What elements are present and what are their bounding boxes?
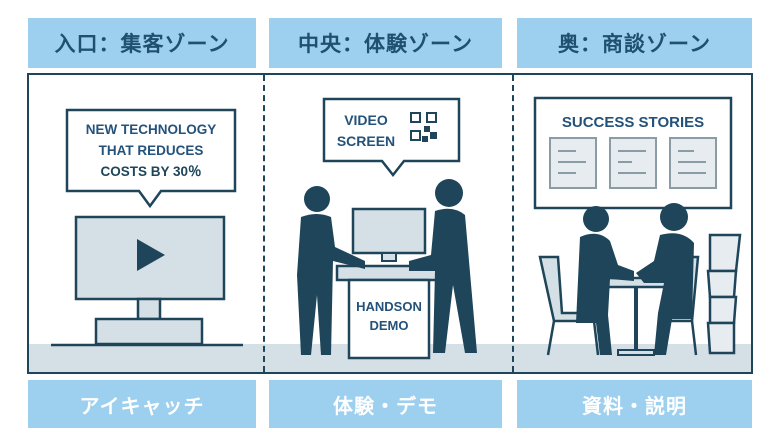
- monitor-icon: [51, 215, 243, 347]
- booth-floor-plan: NEW TECHNOLOGY THAT REDUCES COSTS BY 30％…: [27, 73, 753, 374]
- demo-counter: HANDSON DEMO: [335, 207, 441, 360]
- zone-footer-entrance: アイキャッチ: [28, 380, 256, 428]
- zone-header-entrance: 入口：集客ゾーン: [28, 18, 256, 68]
- bubble-text-line: COSTS BY 30％: [100, 164, 201, 179]
- zone-header-label: 奥：商談ゾーン: [558, 32, 711, 56]
- zone-divider: [512, 75, 514, 372]
- person-left-icon: [576, 206, 634, 355]
- zone-header-center: 中央：体験ゾーン: [269, 18, 502, 68]
- zone-footer-label: 体験・デモ: [333, 393, 438, 418]
- qr-code-icon: [410, 112, 437, 142]
- document-icon: [549, 137, 717, 189]
- speech-bubble: NEW TECHNOLOGY THAT REDUCES COSTS BY 30％: [65, 108, 237, 209]
- zone-entrance-illustration: NEW TECHNOLOGY THAT REDUCES COSTS BY 30％: [51, 108, 243, 347]
- bubble-text-line: NEW TECHNOLOGY: [86, 122, 217, 137]
- zone-footer-label: アイキャッチ: [79, 393, 205, 418]
- person-left-icon: [297, 186, 365, 355]
- zone-header-back: 奥：商談ゾーン: [517, 18, 752, 68]
- zone-divider: [263, 75, 265, 372]
- counter-text-line: HANDSON: [356, 299, 422, 314]
- person-right-icon: [409, 179, 477, 353]
- zone-footer-label: 資料・説明: [582, 393, 687, 418]
- bubble-text-line: THAT REDUCES: [99, 143, 204, 158]
- zone-center-illustration: VIDEO SCREEN HANDSON DEMO: [297, 97, 477, 360]
- counter-text-line: DEMO: [370, 318, 409, 333]
- speech-bubble: VIDEO SCREEN: [322, 97, 461, 178]
- zone-header-label: 中央：体験ゾーン: [298, 32, 473, 56]
- zone-back-illustration: SUCCESS STORIES: [533, 96, 742, 356]
- brochure-rack-icon: [706, 233, 742, 355]
- bubble-text-line: SCREEN: [337, 133, 395, 149]
- person-right-icon: [636, 203, 694, 355]
- zone-footer-back: 資料・説明: [517, 380, 752, 428]
- board-title: SUCCESS STORIES: [562, 114, 704, 131]
- play-icon: [137, 239, 165, 271]
- zone-header-label: 入口：集客ゾーン: [54, 32, 230, 56]
- zone-footer-center: 体験・デモ: [269, 380, 502, 428]
- success-stories-board: SUCCESS STORIES: [533, 96, 733, 210]
- bubble-text-line: VIDEO: [344, 112, 388, 128]
